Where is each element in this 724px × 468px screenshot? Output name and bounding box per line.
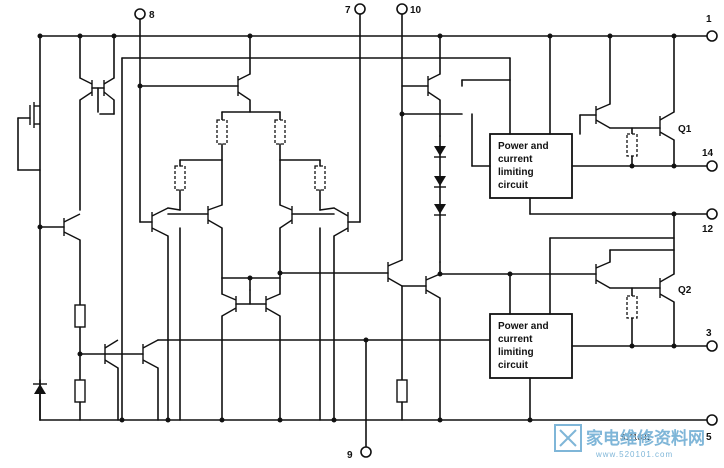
bias-rail — [121, 57, 511, 421]
pin-5: 5 — [706, 414, 718, 443]
q1-stage: Q1 — [579, 33, 692, 169]
upper-block-line-4: circuit — [498, 180, 529, 191]
pin-9-label: 9 — [347, 450, 353, 461]
left-driver-transistor — [37, 213, 81, 306]
left-top-mirror — [79, 35, 115, 211]
q2-stage: Q2 — [595, 211, 692, 349]
junctions — [37, 33, 533, 423]
diode-stack — [434, 135, 446, 263]
pin-5-label: 5 — [706, 432, 712, 443]
q2-label: Q2 — [678, 285, 692, 296]
centre-resistors — [174, 111, 326, 211]
upper-block-line-2: current — [498, 154, 533, 165]
centre-top-transistor — [137, 13, 253, 223]
watermark-url: www.520101.com — [595, 450, 673, 459]
lower-block-line-2: current — [498, 334, 533, 345]
differential-pair — [139, 204, 361, 421]
lower-block-line-3: limiting — [498, 347, 534, 358]
lower-block-line-4: circuit — [498, 360, 529, 371]
pin-1: 1 — [706, 14, 718, 42]
pin-8: 8 — [134, 8, 155, 21]
reference-code: S111831 — [620, 433, 651, 442]
right-top-transistor — [399, 33, 463, 137]
upper-block-line-3: limiting — [498, 167, 534, 178]
pin-3: 3 — [706, 328, 718, 352]
pin-14: 14 — [702, 148, 718, 172]
lower-power-block: Power and current limiting circuit — [489, 237, 711, 421]
pin-12: 12 — [702, 208, 718, 235]
upper-power-block: Power and current limiting circuit — [471, 33, 711, 215]
pin-7-label: 7 — [345, 5, 351, 16]
upper-block-line-1: Power and — [498, 141, 549, 152]
pin-12-label: 12 — [702, 224, 714, 235]
pin-10: 10 — [396, 3, 422, 16]
pin-14-label: 14 — [702, 148, 714, 159]
watermark-text: 家电维修资料网 — [586, 428, 705, 448]
zener-diode — [33, 379, 47, 421]
pin-7: 7 — [345, 3, 366, 16]
lower-mirror-pair — [221, 275, 281, 421]
bottom-left-pair — [79, 339, 491, 421]
pin-3-label: 3 — [706, 328, 712, 339]
pin-1-label: 1 — [706, 14, 712, 25]
middle-output-pair — [277, 259, 597, 421]
left-resistor-chain — [74, 304, 86, 421]
pin-10-label: 10 — [410, 5, 422, 16]
pin9-line — [363, 337, 369, 449]
watermark-logo-icon — [554, 424, 582, 452]
pin-8-label: 8 — [149, 10, 155, 21]
pin-9: 9 — [347, 446, 372, 461]
watermark: 家电维修资料网 www.520101.com — [554, 424, 705, 459]
input-fet — [17, 102, 41, 171]
q1-label: Q1 — [678, 124, 692, 135]
lower-block-line-1: Power and — [498, 321, 549, 332]
